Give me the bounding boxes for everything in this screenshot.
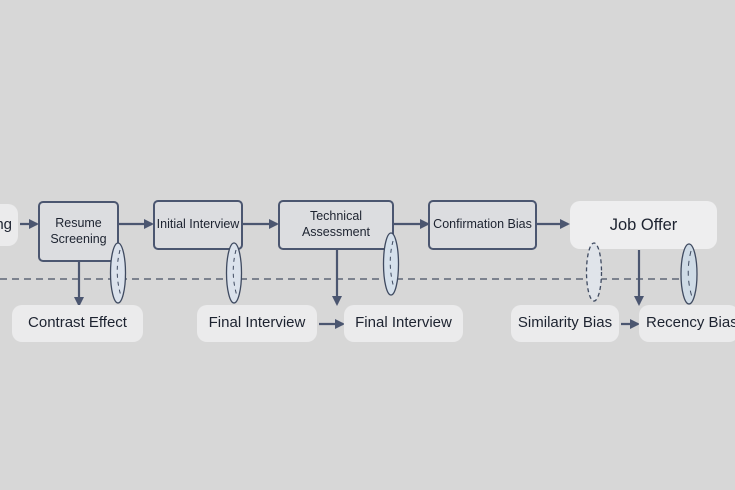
node-final-interview-1[interactable]: Final Interview [197, 305, 317, 342]
node-label: Job Offer [609, 215, 678, 234]
lens-icon [680, 243, 698, 305]
node-label: Contrast Effect [28, 314, 127, 332]
node-contrast-effect[interactable]: Contrast Effect [12, 305, 143, 342]
node-job-offer[interactable]: Job Offer [570, 201, 717, 249]
node-label: ng [0, 215, 12, 233]
node-similarity-bias[interactable]: Similarity Bias [511, 305, 619, 342]
node-resume-screening[interactable]: Resume Screening [38, 201, 119, 262]
node-label: Resume Screening [50, 215, 107, 246]
node-label: Similarity Bias [517, 314, 613, 332]
node-sourcing[interactable]: ng [0, 204, 18, 246]
node-initial-interview[interactable]: Initial Interview [153, 200, 243, 250]
lens-icon [109, 242, 127, 304]
node-recency-bias[interactable]: Recency Bias [639, 305, 735, 342]
lens-icon [382, 232, 400, 296]
node-technical-assessment[interactable]: Technical Assessment [278, 200, 394, 250]
node-label: Final Interview [355, 314, 452, 332]
node-label: Final Interview [208, 314, 306, 332]
node-label: Technical Assessment [301, 209, 371, 239]
lens-icon [225, 242, 243, 304]
node-confirmation-bias[interactable]: Confirmation Bias [428, 200, 537, 250]
node-label: Confirmation Bias [433, 217, 532, 232]
lens-icon [585, 242, 603, 302]
node-label: Recency Bias [646, 314, 735, 332]
node-label: Initial Interview [156, 217, 240, 232]
node-final-interview-2[interactable]: Final Interview [344, 305, 463, 342]
